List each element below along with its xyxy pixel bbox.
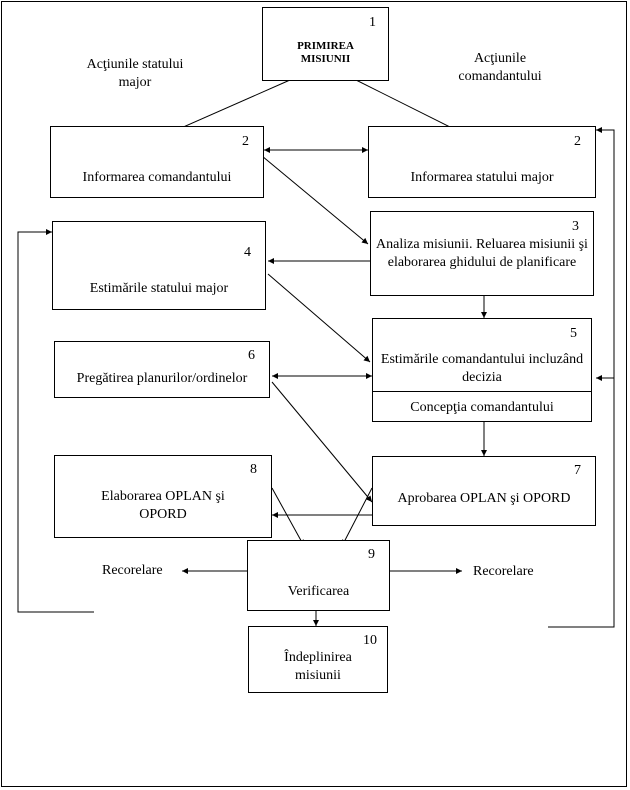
arrow-8-to-9 xyxy=(271,487,305,547)
step-label: Informarea statului major xyxy=(410,170,554,185)
box-indeplinirea-misiunii: 10 Îndeplinirea misiunii xyxy=(248,626,388,693)
arrow-4-to-5 xyxy=(267,273,371,363)
column-label-commander: Acţiunile comandantului xyxy=(458,51,542,84)
step-number: 10 xyxy=(363,633,377,648)
recorelare-right-label: Recorelare xyxy=(473,564,534,579)
step-label: Îndeplinirea misiunii xyxy=(284,650,352,683)
box-elaborarea-oplan: 8 Elaborarea OPLAN şi OPORD xyxy=(54,455,272,538)
box-informarea-statului-major: 2 Informarea statului major xyxy=(368,126,596,198)
step-number: 8 xyxy=(250,462,257,477)
step-number: 3 xyxy=(572,219,579,234)
step-number: 7 xyxy=(574,463,581,478)
feedback-loop-left xyxy=(17,229,94,613)
arrow-7-to-9 xyxy=(341,487,373,547)
box-divider xyxy=(373,391,591,392)
arrow-6-to-7 xyxy=(271,381,373,503)
arrow-1-to-2-left xyxy=(171,79,291,133)
step-number: 1 xyxy=(369,15,376,30)
step-label: PRIMIREA MISIUNII xyxy=(297,40,354,65)
step-label: Estimările comandantului incluzând deciz… xyxy=(380,352,584,385)
step-number: 6 xyxy=(248,348,255,363)
arrow-1-to-2-right xyxy=(351,77,461,133)
step-label: Informarea comandantului xyxy=(82,170,232,185)
step-label: Pregătirea planurilor/ordinelor xyxy=(76,371,248,386)
box-estimarile-statului-major: 4 Estimările statului major xyxy=(52,221,266,310)
step-number: 2 xyxy=(242,134,249,149)
step-label: Analiza misiunii. Reluarea misiunii şi e… xyxy=(376,237,588,270)
recorelare-left-label: Recorelare xyxy=(102,563,163,578)
box-primirea-misiunii: 1 PRIMIREA MISIUNII xyxy=(262,7,389,81)
step-number: 4 xyxy=(244,245,251,260)
step-label: Verificarea xyxy=(287,584,350,599)
box-analiza-misiunii: 3 Analiza misiunii. Reluarea misiunii şi… xyxy=(370,211,594,296)
step-label: Estimările statului major xyxy=(89,281,229,296)
step-number: 2 xyxy=(574,134,581,149)
step-label: Elaborarea OPLAN şi OPORD xyxy=(101,489,225,522)
step-number: 9 xyxy=(368,547,375,562)
box-informarea-comandantului: 2 Informarea comandantului xyxy=(50,126,264,198)
step-sublabel: Concepţia comandantului xyxy=(410,400,554,415)
column-label-staff: Acţiunile statului major xyxy=(86,57,184,90)
box-aprobarea-oplan: 7 Aprobarea OPLAN şi OPORD xyxy=(372,456,596,526)
step-label: Aprobarea OPLAN şi OPORD xyxy=(397,491,571,506)
arrow-2-to-3 xyxy=(261,155,369,245)
step-number: 5 xyxy=(570,326,577,341)
box-pregatirea-planurilor: 6 Pregătirea planurilor/ordinelor xyxy=(54,341,270,398)
box-verificarea: 9 Verificarea xyxy=(247,540,390,611)
box-estimarile-comandantului: 5 Estimările comandantului incluzând dec… xyxy=(372,318,592,422)
